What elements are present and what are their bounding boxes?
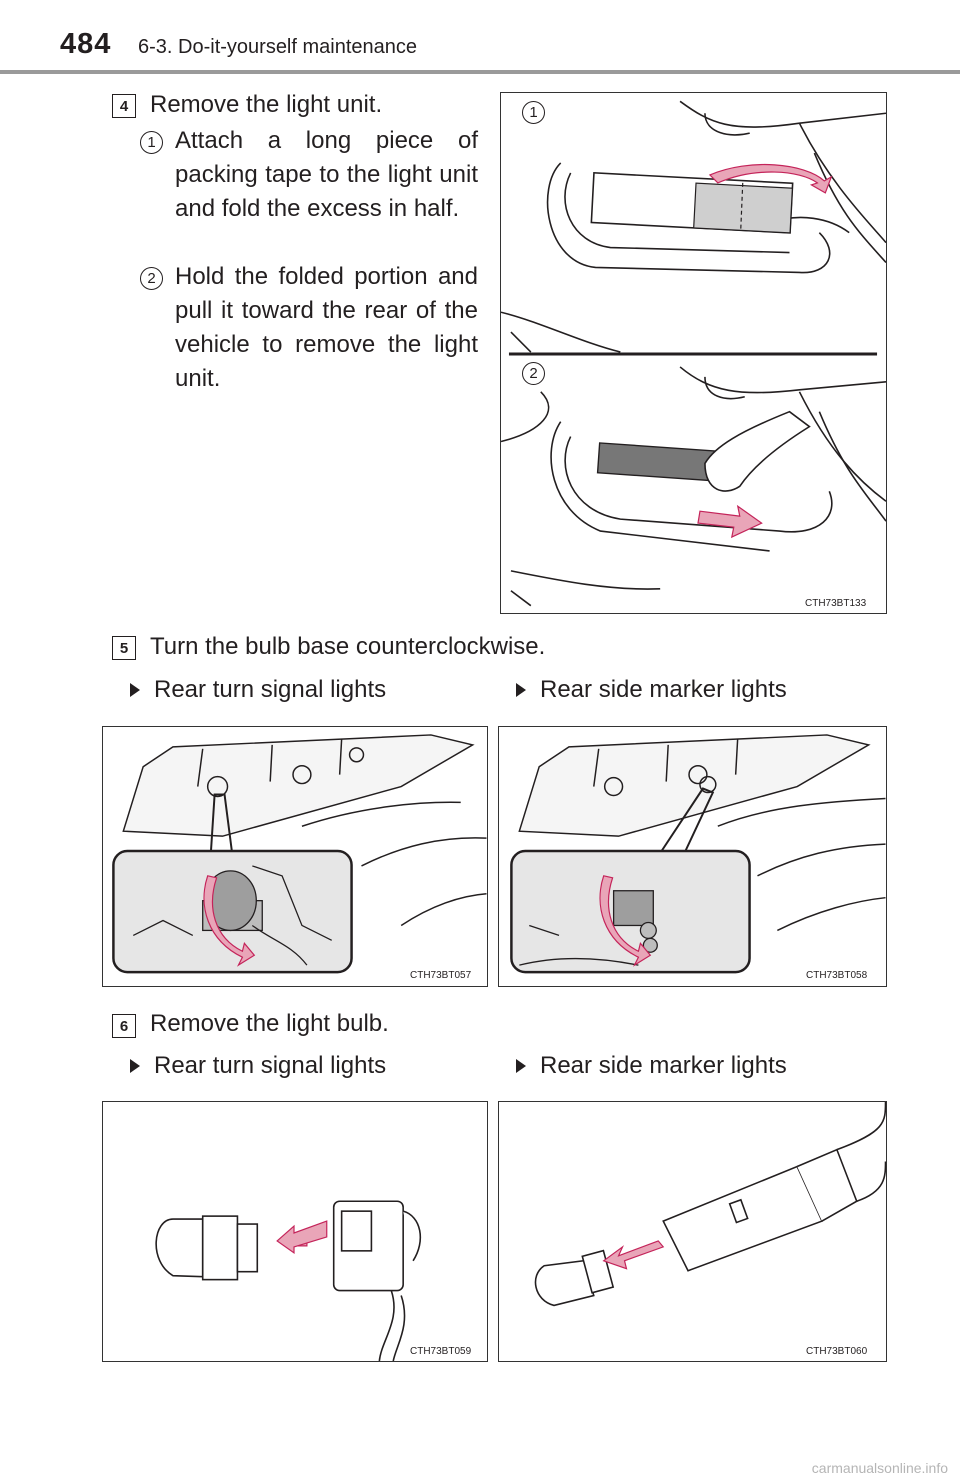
- figure-turn-signal-bulb: [102, 1101, 488, 1362]
- step-4-sub1-number: 1: [140, 131, 163, 154]
- figure-label-2: 2: [522, 362, 545, 385]
- figure-code-057: CTH73BT057: [410, 970, 472, 981]
- step-4-sub2-number: 2: [140, 267, 163, 290]
- step-6-badge: 6: [112, 1014, 136, 1038]
- figure-label-1: 1: [522, 101, 545, 124]
- step-4-sub2-text: Hold the folded portion and pull it towa…: [175, 263, 478, 392]
- step-6-left-heading: Rear turn signal lights: [130, 1052, 386, 1080]
- turn-signal-illustration: [112, 734, 487, 974]
- step-4-sub1-text: Attach a long piece of packing tape to t…: [175, 127, 478, 222]
- figure-side-marker-bulb: [498, 1101, 887, 1362]
- light-unit-illustration: [501, 100, 886, 607]
- step-6-left-heading-text: Rear turn signal lights: [154, 1052, 387, 1079]
- step-5-right-heading-text: Rear side marker lights: [540, 676, 787, 703]
- bullet-triangle-icon: [516, 683, 526, 697]
- watermark: carmanualsonline.info: [811, 1460, 948, 1476]
- step-5-title: Turn the bulb base counterclockwise.: [150, 633, 546, 660]
- step-6-right-heading: Rear side marker lights: [516, 1052, 787, 1080]
- section-title: 6-3. Do-it-yourself maintenance: [138, 36, 418, 58]
- step-6-right-heading-text: Rear side marker lights: [540, 1052, 787, 1079]
- step-5-left-heading: Rear turn signal lights: [130, 676, 386, 704]
- figure-turn-signal-socket: [102, 726, 488, 987]
- figure-side-marker-socket: [498, 726, 887, 987]
- side-marker-bulb-illustration: [534, 1102, 886, 1307]
- turn-signal-bulb-illustration: [155, 1200, 422, 1361]
- step-4-title: Remove the light unit.: [150, 91, 383, 118]
- figure-code-058: CTH73BT058: [806, 970, 868, 981]
- figure-code-133: CTH73BT133: [805, 598, 867, 609]
- step-5-right-heading: Rear side marker lights: [516, 676, 787, 704]
- bullet-triangle-icon: [130, 1059, 140, 1073]
- figure-code-060: CTH73BT060: [806, 1346, 868, 1357]
- side-marker-illustration: [510, 734, 886, 974]
- step-5-left-heading-text: Rear turn signal lights: [154, 676, 387, 703]
- step-6-title: Remove the light bulb.: [150, 1010, 389, 1037]
- step-4-badge: 4: [112, 94, 136, 118]
- figure-remove-light-unit: [500, 92, 887, 614]
- step-5-badge: 5: [112, 636, 136, 660]
- bullet-triangle-icon: [516, 1059, 526, 1073]
- page-number: 484: [60, 28, 112, 60]
- header-rule: [0, 70, 960, 74]
- figure-code-059: CTH73BT059: [410, 1346, 472, 1357]
- bullet-triangle-icon: [130, 683, 140, 697]
